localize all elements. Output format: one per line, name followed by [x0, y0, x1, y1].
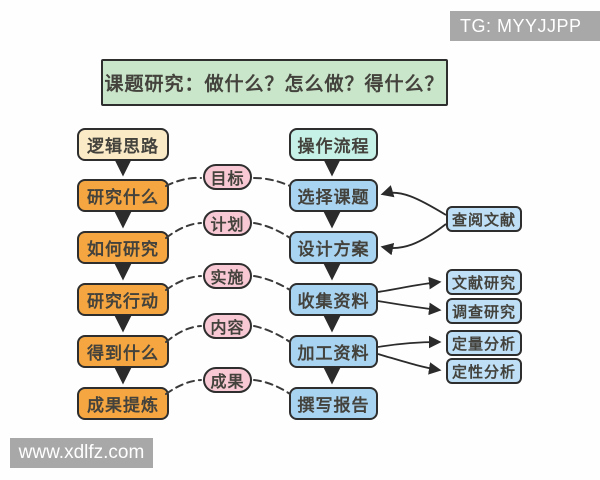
side-method-box-2: 文献研究 [446, 269, 522, 295]
left-flow-step-1: 研究什么 [77, 179, 169, 212]
stage-pill-1: 目标 [203, 164, 252, 190]
right-flow-step-5: 撰写报告 [289, 387, 378, 420]
left-flow-step-4: 得到什么 [77, 335, 169, 368]
side-method-box-4: 定量分析 [446, 330, 522, 356]
tg-badge: TG: MYYJJPP [450, 11, 600, 41]
left-flow-step-5: 成果提炼 [77, 387, 169, 420]
stage-pill-4: 内容 [203, 313, 252, 339]
stage-pill-2: 计划 [203, 210, 252, 236]
right-flow-header: 操作流程 [289, 128, 378, 161]
right-flow-step-4: 加工资料 [289, 335, 378, 368]
right-flow-step-3: 收集资料 [289, 283, 378, 316]
side-curved-arrows [377, 185, 447, 375]
left-flow-step-2: 如何研究 [77, 231, 169, 264]
stage-pill-3: 实施 [203, 263, 252, 289]
main-title: 课题研究：做什么？怎么做？得什么？ [101, 59, 448, 106]
right-flow-step-1: 选择课题 [289, 179, 378, 212]
side-method-box-1: 查阅文献 [446, 206, 522, 232]
side-method-box-5: 定性分析 [446, 358, 522, 384]
stage-pill-5: 成果 [203, 367, 252, 393]
right-flow-step-2: 设计方案 [289, 231, 378, 264]
side-method-box-3: 调查研究 [446, 298, 522, 324]
site-watermark: www.xdlfz.com [10, 438, 153, 468]
left-flow-header: 逻辑思路 [77, 128, 169, 161]
left-flow-step-3: 研究行动 [77, 283, 169, 316]
